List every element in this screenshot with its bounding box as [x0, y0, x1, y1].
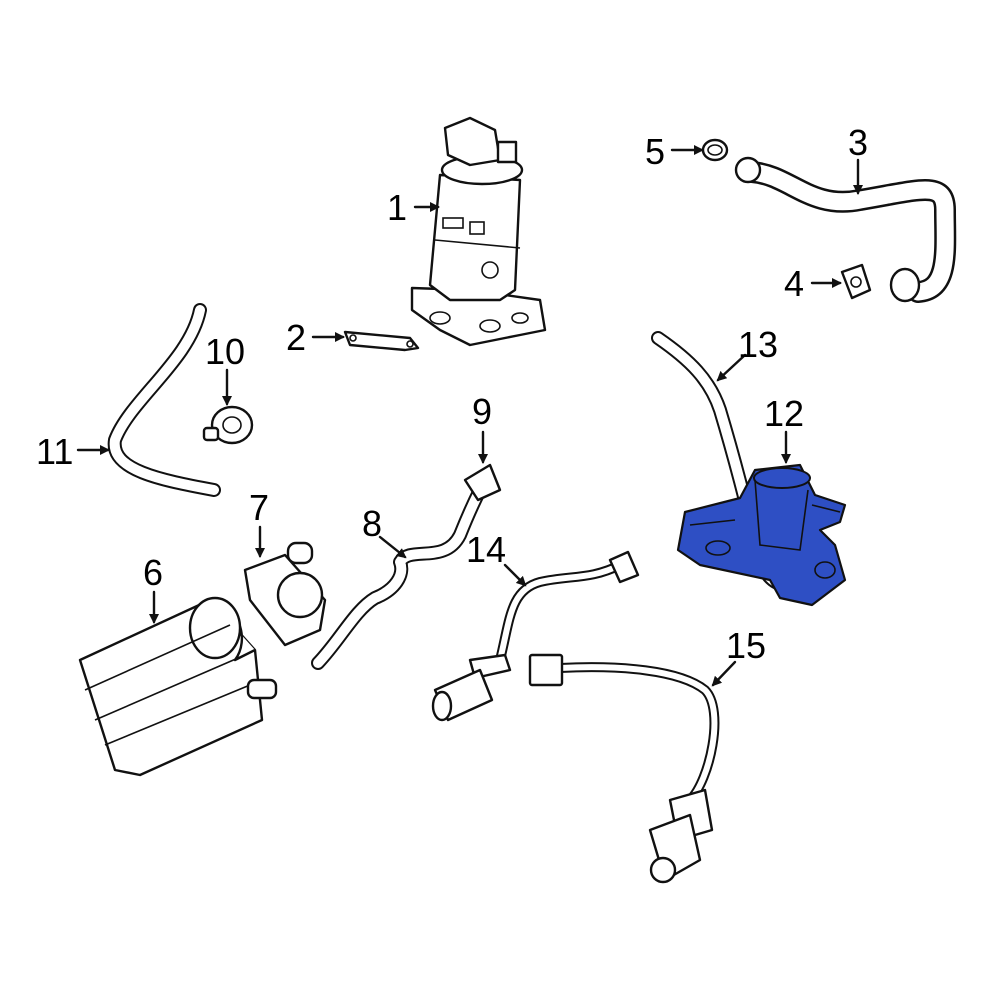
- part-14-sensor[interactable]: [431, 550, 640, 722]
- callout-arrows: [76, 145, 863, 687]
- part-8-vacuum-hose[interactable]: [311, 483, 487, 670]
- callout-15[interactable]: 15: [726, 625, 766, 666]
- callout-8[interactable]: 8: [362, 503, 382, 544]
- callout-14[interactable]: 14: [466, 529, 506, 570]
- callout-7[interactable]: 7: [249, 487, 269, 528]
- part-3-tube[interactable]: [734, 156, 957, 303]
- callout-4[interactable]: 4: [784, 263, 804, 304]
- part-15-oxygen-sensor[interactable]: [528, 653, 720, 884]
- part-4-gasket[interactable]: [840, 263, 872, 300]
- part-2-gasket[interactable]: [343, 330, 420, 352]
- part-11-hose[interactable]: [107, 303, 221, 497]
- part-9-connector[interactable]: [463, 463, 502, 502]
- callout-labels: 1 2 3 4 5 6 7 8 9 10 11 12 13 14 15: [36, 122, 868, 666]
- part-6-canister[interactable]: [78, 596, 278, 777]
- callout-12[interactable]: 12: [764, 393, 804, 434]
- callout-10[interactable]: 10: [205, 331, 245, 372]
- part-12-leak-detection-pump[interactable]: [676, 463, 847, 607]
- callout-2[interactable]: 2: [286, 317, 306, 358]
- callout-11[interactable]: 11: [36, 431, 73, 472]
- part-1-egr-valve[interactable]: [410, 116, 547, 347]
- callout-1[interactable]: 1: [387, 187, 407, 228]
- part-5-o-ring[interactable]: [701, 138, 729, 162]
- callout-13[interactable]: 13: [738, 324, 778, 365]
- callout-6[interactable]: 6: [143, 552, 163, 593]
- callout-9[interactable]: 9: [472, 391, 492, 432]
- callout-5[interactable]: 5: [645, 131, 665, 172]
- part-7-purge-valve[interactable]: [243, 541, 327, 647]
- part-10-fitting[interactable]: [202, 405, 254, 445]
- callout-3[interactable]: 3: [848, 122, 868, 163]
